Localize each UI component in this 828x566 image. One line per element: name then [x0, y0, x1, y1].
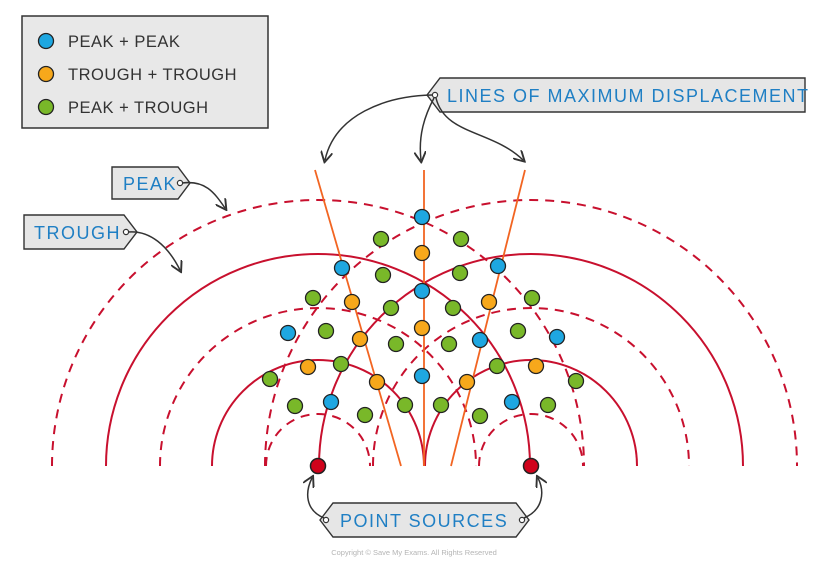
- trough-trough-point: [413, 319, 431, 337]
- trough-trough-point: [480, 293, 498, 311]
- peak-peak-point: [333, 259, 351, 277]
- legend-trough-trough-label: TROUGH + TROUGH: [68, 66, 237, 84]
- trough-tag-shape: [23, 214, 138, 250]
- peak-trough-point: [567, 372, 585, 390]
- point-sources: [309, 457, 540, 475]
- interference-points: [261, 208, 585, 425]
- point-sources-tag-hole-right: [518, 516, 526, 524]
- peak-arrow: [181, 181, 225, 208]
- trough-trough-point: [343, 293, 361, 311]
- legend-peak-trough-swatch: [37, 98, 55, 116]
- trough-trough-point: [527, 357, 545, 375]
- trough-tag-hole: [122, 228, 130, 236]
- peak-peak-point: [413, 367, 431, 385]
- peak-trough-point: [387, 335, 405, 353]
- peak-peak-point: [471, 331, 489, 349]
- trough-tag: TROUGH: [23, 214, 180, 270]
- max-lines-tag-hole: [431, 91, 439, 99]
- legend-peak-peak-swatch: [37, 32, 55, 50]
- point-sources-arrow-right: [523, 478, 542, 519]
- trough-trough-point: [351, 330, 369, 348]
- peak-peak-point: [279, 324, 297, 342]
- point-sources-arrow-left: [308, 478, 325, 519]
- peak-peak-point: [489, 257, 507, 275]
- peak-wavefront-left: [211, 359, 425, 467]
- trough-wavefront-right: [372, 307, 690, 467]
- peak-tag-hole: [176, 179, 184, 187]
- legend: PEAK + PEAK TROUGH + TROUGH PEAK + TROUG…: [21, 15, 269, 129]
- legend-box: [21, 15, 269, 129]
- point-source-right: [522, 457, 540, 475]
- max-lines-tag-shape: [426, 77, 806, 113]
- legend-peak-peak-label: PEAK + PEAK: [68, 33, 180, 51]
- peak-trough-point: [539, 396, 557, 414]
- trough-arrow: [127, 231, 180, 270]
- max-displacement-line-left: [314, 169, 402, 467]
- max-lines-tag: LINES OF MAXIMUM DISPLACEMENT: [325, 77, 810, 160]
- max-lines-label: LINES OF MAXIMUM DISPLACEMENT: [447, 86, 810, 106]
- trough-trough-point: [299, 358, 317, 376]
- trough-wavefront-right: [264, 199, 798, 467]
- peak-trough-point: [286, 397, 304, 415]
- peak-trough-point: [356, 406, 374, 424]
- peak-peak-point: [503, 393, 521, 411]
- peak-tag-shape: [111, 166, 191, 200]
- peak-tag: PEAK: [111, 166, 225, 208]
- legend-peak-trough-label: PEAK + TROUGH: [68, 99, 209, 117]
- peak-trough-point: [317, 322, 335, 340]
- point-sources-tag-shape: [319, 502, 530, 538]
- max-displacement-line-right: [450, 169, 526, 467]
- peak-peak-point: [548, 328, 566, 346]
- peak-peak-point: [322, 393, 340, 411]
- peak-wavefront-left: [105, 253, 531, 467]
- peak-trough-point: [440, 335, 458, 353]
- peak-trough-point: [432, 396, 450, 414]
- peak-trough-point: [332, 355, 350, 373]
- point-source-left: [309, 457, 327, 475]
- legend-trough-trough-swatch: [37, 65, 55, 83]
- peak-trough-point: [488, 357, 506, 375]
- peak-peak-point: [413, 282, 431, 300]
- peak-trough-point: [523, 289, 541, 307]
- trough-trough-point: [368, 373, 386, 391]
- peak-trough-point: [382, 299, 400, 317]
- trough-trough-point: [458, 373, 476, 391]
- trough-wavefront-right: [478, 413, 584, 467]
- copyright-text: Copyright © Save My Exams. All Rights Re…: [331, 548, 497, 557]
- peak-trough-point: [261, 370, 279, 388]
- peak-trough-point: [444, 299, 462, 317]
- peak-trough-point: [304, 289, 322, 307]
- max-lines-arrow-right: [435, 97, 523, 160]
- peak-label: PEAK: [123, 174, 177, 194]
- point-sources-tag: POINT SOURCES: [308, 478, 542, 538]
- trough-wavefront-left: [265, 413, 371, 467]
- trough-trough-point: [413, 244, 431, 262]
- peak-trough-point: [471, 407, 489, 425]
- peak-trough-point: [396, 396, 414, 414]
- peak-trough-point: [374, 266, 392, 284]
- peak-trough-point: [452, 230, 470, 248]
- trough-wavefront-left: [159, 307, 477, 467]
- max-lines-arrow-center: [420, 97, 435, 160]
- peak-trough-point: [372, 230, 390, 248]
- peak-trough-point: [509, 322, 527, 340]
- max-lines-arrow-left: [325, 94, 433, 160]
- peak-peak-point: [413, 208, 431, 226]
- trough-label: TROUGH: [34, 223, 121, 243]
- peak-trough-point: [451, 264, 469, 282]
- point-sources-tag-hole-left: [322, 516, 330, 524]
- point-sources-label: POINT SOURCES: [340, 511, 508, 531]
